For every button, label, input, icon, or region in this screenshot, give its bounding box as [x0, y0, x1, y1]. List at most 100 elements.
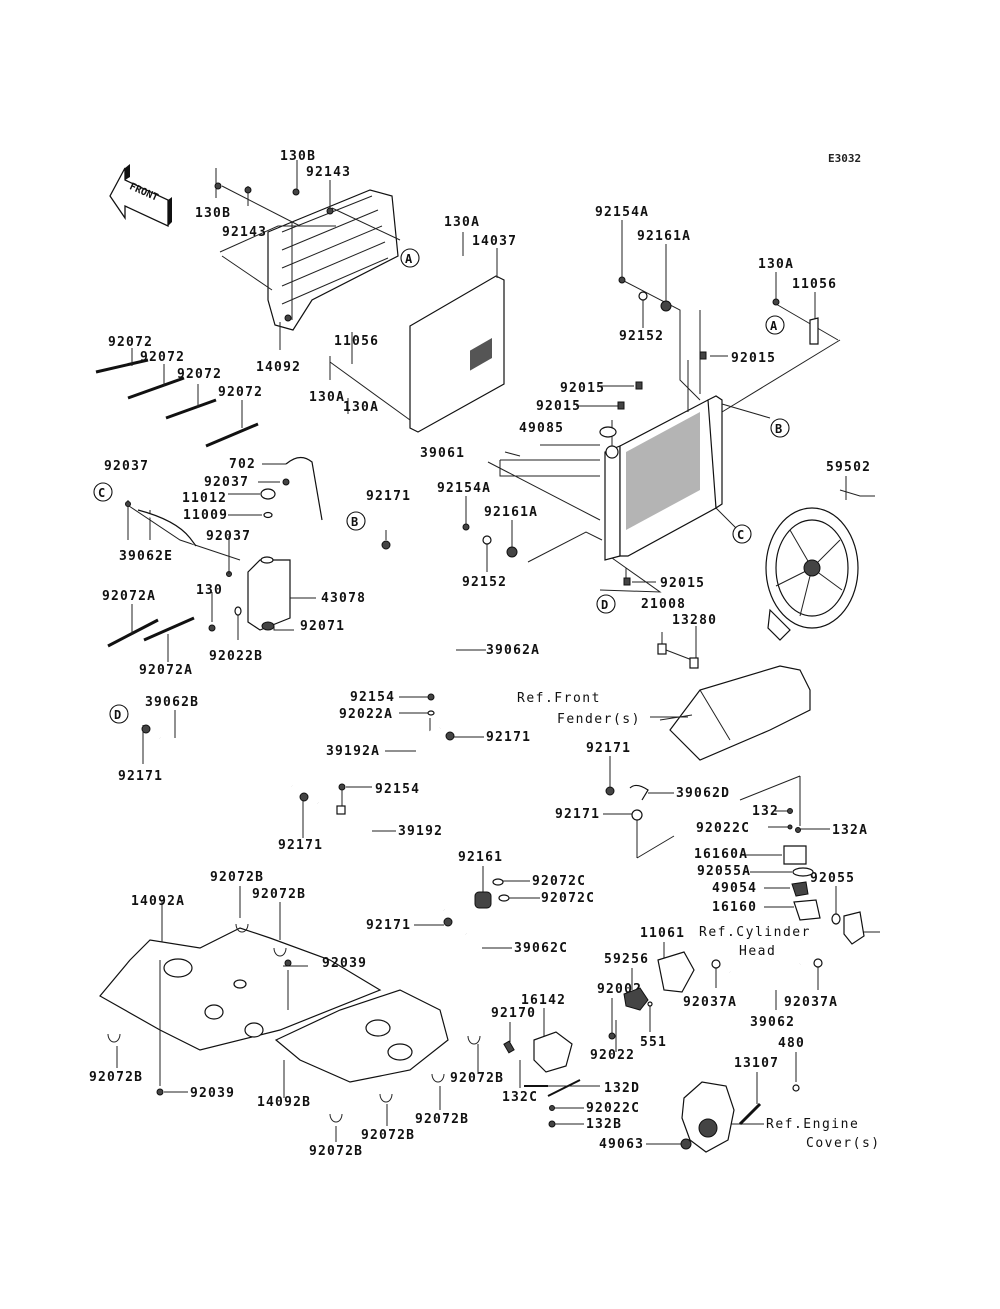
cap-11012: [260, 488, 276, 500]
radiator-screen-14037: [409, 275, 505, 433]
washer-icon: [787, 824, 793, 830]
part-label: 92039: [322, 956, 367, 971]
part-label: 132D: [604, 1081, 640, 1096]
ref-marker-c: [732, 524, 752, 544]
part-label: 92154: [350, 690, 395, 705]
bolt-132D: [547, 1079, 581, 1097]
part-label: 92072B: [361, 1128, 415, 1143]
part-label: 92161: [458, 850, 503, 865]
part-label: 130B: [195, 206, 231, 221]
part-label: 130A: [343, 400, 379, 415]
thermostat-49054: [791, 881, 809, 897]
part-label: 92154A: [595, 205, 649, 220]
part-label: 59502: [826, 460, 871, 475]
part-label: 16160: [712, 900, 757, 915]
nut-icon: [699, 351, 707, 360]
bolt-icon: [795, 827, 801, 833]
part-label: 39062E: [119, 549, 173, 564]
hose-702: [285, 456, 323, 521]
part-label: 92022: [590, 1048, 635, 1063]
part-label: 92072B: [309, 1144, 363, 1159]
part-label: 49085: [519, 421, 564, 436]
clamp-icon: [299, 792, 309, 802]
bolt-icon: [284, 959, 292, 967]
clamp-icon: [813, 958, 823, 968]
washer-icon: [244, 186, 252, 194]
part-label: 92171: [118, 769, 163, 784]
nut-icon: [617, 401, 625, 410]
clamp-icon: [141, 724, 151, 734]
front-arrow-icon: FRONT: [109, 164, 172, 228]
part-label: 92161A: [484, 505, 538, 520]
bolt-icon: [503, 1040, 515, 1054]
part-label: 132B: [586, 1117, 622, 1132]
part-label: 14092: [256, 360, 301, 375]
bolt-icon: [156, 1088, 164, 1096]
washer-icon: [549, 1105, 555, 1111]
hose-39062D: [629, 784, 649, 801]
radiator-cap-49085: [599, 426, 617, 438]
grommet-icon: [261, 621, 275, 631]
part-label: 92072C: [532, 874, 586, 889]
bolt-icon: [427, 693, 435, 701]
part-label: 11056: [792, 277, 837, 292]
clamp-icon: [125, 501, 131, 507]
grille-14092: [267, 189, 399, 331]
part-label: 92170: [491, 1006, 536, 1021]
cover-11061: [657, 951, 695, 993]
front-fender-ref: [659, 665, 811, 761]
bolt-icon: [214, 182, 222, 190]
washer-icon: [427, 710, 435, 716]
ref-marker-b: [770, 418, 790, 438]
part-label: 130: [196, 583, 223, 598]
washer-icon: [234, 606, 242, 616]
ref-marker-d: [109, 704, 129, 724]
part-label: 11012: [182, 491, 227, 506]
ref-marker-label: D: [601, 598, 608, 612]
ref-label: Ref.Engine: [766, 1117, 859, 1132]
clamp-icon: [443, 917, 453, 927]
part-label: 480: [778, 1036, 805, 1051]
leader-lines-top-left: [215, 160, 401, 350]
part-label: 21008: [641, 597, 686, 612]
o-ring-92055A: [792, 867, 814, 877]
part-label: 39061: [420, 446, 465, 461]
part-label: 11056: [334, 334, 379, 349]
part-label: 92071: [300, 619, 345, 634]
part-label: 92055: [810, 871, 855, 886]
part-label: 92171: [366, 489, 411, 504]
diagram-code: E3032: [828, 152, 861, 165]
part-label: 92022C: [696, 821, 750, 836]
ref-marker-label: B: [351, 515, 358, 529]
seal-49063: [680, 1138, 692, 1150]
collar-icon: [482, 535, 492, 545]
fan-59502: [765, 489, 875, 641]
ref-label: Head: [739, 944, 776, 959]
part-label: 92037: [206, 529, 251, 544]
part-label: 92154A: [437, 481, 491, 496]
bracket-11056: [809, 317, 819, 345]
clip-21008: [657, 643, 667, 655]
part-label: 130A: [444, 215, 480, 230]
part-label: 132A: [832, 823, 868, 838]
ref-marker-label: C: [98, 486, 105, 500]
part-label: 92015: [731, 351, 776, 366]
grommet-icon: [506, 546, 518, 558]
part-label: 39062B: [145, 695, 199, 710]
part-label: 92072: [177, 367, 222, 382]
washer-icon: [326, 207, 334, 215]
part-label: 92171: [278, 838, 323, 853]
part-label: 92171: [366, 918, 411, 933]
clamp-icon: [282, 478, 290, 486]
part-label: 92143: [306, 165, 351, 180]
part-label: 16142: [521, 993, 566, 1008]
ref-marker-label: D: [114, 708, 121, 722]
part-label: 130A: [758, 257, 794, 272]
part-label: 92037A: [784, 995, 838, 1010]
part-label: 11009: [183, 508, 228, 523]
ref-marker-label: B: [775, 422, 782, 436]
part-label: 92171: [486, 730, 531, 745]
engine-cover-ref: [681, 1081, 735, 1153]
part-label: 92015: [536, 399, 581, 414]
